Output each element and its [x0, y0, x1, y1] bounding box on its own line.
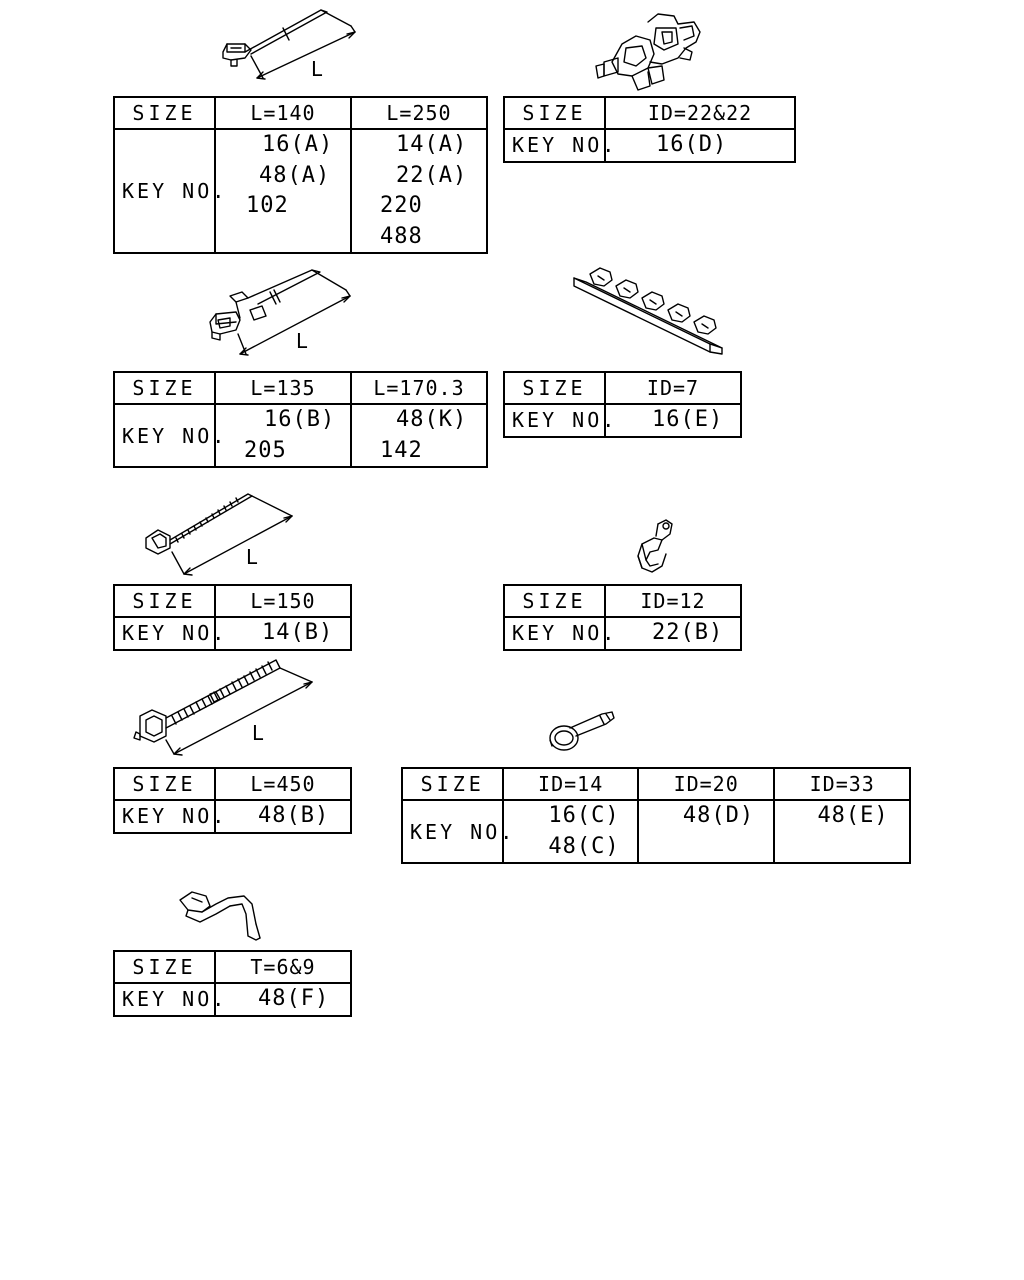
size-header: SIZE	[113, 96, 216, 130]
key-number: 16(C)	[548, 803, 620, 828]
key-no-cell: 48(F)	[214, 982, 352, 1017]
key-no-label: KEY NO.	[113, 403, 224, 468]
key-number: 48(F)	[258, 986, 330, 1011]
key-number: 16(E)	[652, 407, 724, 432]
key-table-cable-tie-mount: SIZE L=135 L=170.3 KEY NO. 16(B) 205 48(…	[113, 371, 488, 468]
dimension-l-label: L	[246, 545, 258, 569]
size-value: L=140	[214, 96, 352, 130]
key-no-label: KEY NO.	[503, 616, 614, 651]
key-table-hose-clip: SIZE ID=12 KEY NO. 22(B)	[503, 584, 742, 651]
cable-tie-icon: L	[140, 486, 300, 578]
spring-clip-icon	[172, 884, 272, 946]
dimension-l-label: L	[252, 721, 264, 745]
key-number: 22(B)	[652, 620, 724, 645]
size-header: SIZE	[113, 950, 216, 984]
size-value: ID=22&22	[604, 96, 796, 130]
key-number: 14(A)	[396, 132, 468, 157]
size-value: T=6&9	[214, 950, 352, 984]
size-value: ID=7	[604, 371, 742, 405]
key-no-label: KEY NO.	[503, 403, 614, 438]
cable-tie-mount-clip-icon: L	[200, 262, 370, 362]
key-number: 48(B)	[258, 803, 330, 828]
key-number: 16(D)	[656, 132, 728, 157]
key-no-label: KEY NO.	[400, 799, 512, 864]
key-no-label: KEY NO.	[113, 616, 224, 651]
size-header: SIZE	[113, 584, 216, 618]
size-value: L=150	[214, 584, 352, 618]
key-no-cell: 22(B)	[604, 616, 742, 651]
key-table-cable-tie-clip: SIZE L=140 L=250 KEY NO. 16(A) 48(A) 102…	[113, 96, 488, 254]
key-no-cell: 48(D)	[636, 799, 776, 864]
size-header: SIZE	[113, 767, 216, 801]
size-header: SIZE	[503, 584, 606, 618]
key-no-cell: 16(A) 48(A) 102	[214, 128, 352, 254]
key-table-wide-cable-tie: SIZE L=450 KEY NO. 48(B)	[113, 767, 352, 834]
size-header: SIZE	[503, 96, 606, 130]
key-no-cell: 14(B)	[214, 616, 352, 651]
key-table-double-hose-clamp: SIZE ID=22&22 KEY NO. 16(D)	[503, 96, 796, 163]
cable-tie-clip-icon: L	[205, 0, 375, 90]
key-number: 142	[380, 437, 423, 463]
size-value: ID=20	[636, 767, 776, 801]
key-number: 48(C)	[548, 833, 620, 859]
size-header: SIZE	[113, 371, 216, 405]
size-value: ID=14	[502, 767, 639, 801]
key-no-cell: 16(E)	[604, 403, 742, 438]
double-hose-clamp-icon	[592, 6, 712, 92]
key-table-multi-pipe-clamp: SIZE ID=7 KEY NO. 16(E)	[503, 371, 742, 438]
key-number: 16(A)	[262, 132, 334, 157]
size-header: SIZE	[400, 767, 505, 801]
size-value: L=135	[214, 371, 352, 405]
size-value: L=450	[214, 767, 352, 801]
key-no-cell: 48(K) 142	[350, 403, 488, 468]
size-value: L=250	[350, 96, 488, 130]
key-no-cell: 16(D)	[604, 128, 796, 163]
key-no-cell: 16(B) 205	[214, 403, 352, 468]
multi-pipe-clamp-icon	[570, 264, 730, 360]
dimension-l-label: L	[296, 329, 308, 353]
key-number: 488	[380, 223, 423, 249]
key-no-cell: 16(C) 48(C)	[502, 799, 639, 864]
size-value: L=170.3	[350, 371, 488, 405]
key-number: 220	[380, 193, 423, 218]
key-number: 205	[244, 437, 287, 463]
ring-clamp-icon	[544, 706, 624, 756]
dimension-l-label: L	[311, 57, 323, 81]
size-header: SIZE	[503, 371, 606, 405]
key-number: 14(B)	[262, 620, 334, 645]
key-no-cell: 14(A) 22(A) 220 488	[350, 128, 488, 254]
key-number: 22(A)	[396, 162, 468, 188]
key-number: 48(E)	[817, 803, 889, 828]
key-no-label: KEY NO.	[113, 799, 224, 834]
key-no-label: KEY NO.	[113, 982, 224, 1017]
key-no-label: KEY NO.	[503, 128, 614, 163]
key-no-label: KEY NO.	[113, 128, 224, 254]
key-no-cell: 48(E)	[773, 799, 911, 864]
key-table-ring-clamp: SIZE ID=14 ID=20 ID=33 KEY NO. 16(C) 48(…	[400, 767, 911, 864]
key-number: 102	[246, 193, 289, 218]
wide-cable-tie-icon: L	[130, 652, 320, 762]
key-no-cell: 48(B)	[214, 799, 352, 834]
size-value: ID=12	[604, 584, 742, 618]
key-number: 48(K)	[396, 407, 468, 432]
key-number: 48(A)	[259, 162, 331, 188]
key-table-cable-tie: SIZE L=150 KEY NO. 14(B)	[113, 584, 352, 651]
key-number: 16(B)	[264, 407, 336, 432]
key-table-spring-clip: SIZE T=6&9 KEY NO. 48(F)	[113, 950, 352, 1017]
hose-clip-icon	[628, 516, 680, 578]
key-number: 48(D)	[682, 803, 755, 828]
size-value: ID=33	[773, 767, 911, 801]
